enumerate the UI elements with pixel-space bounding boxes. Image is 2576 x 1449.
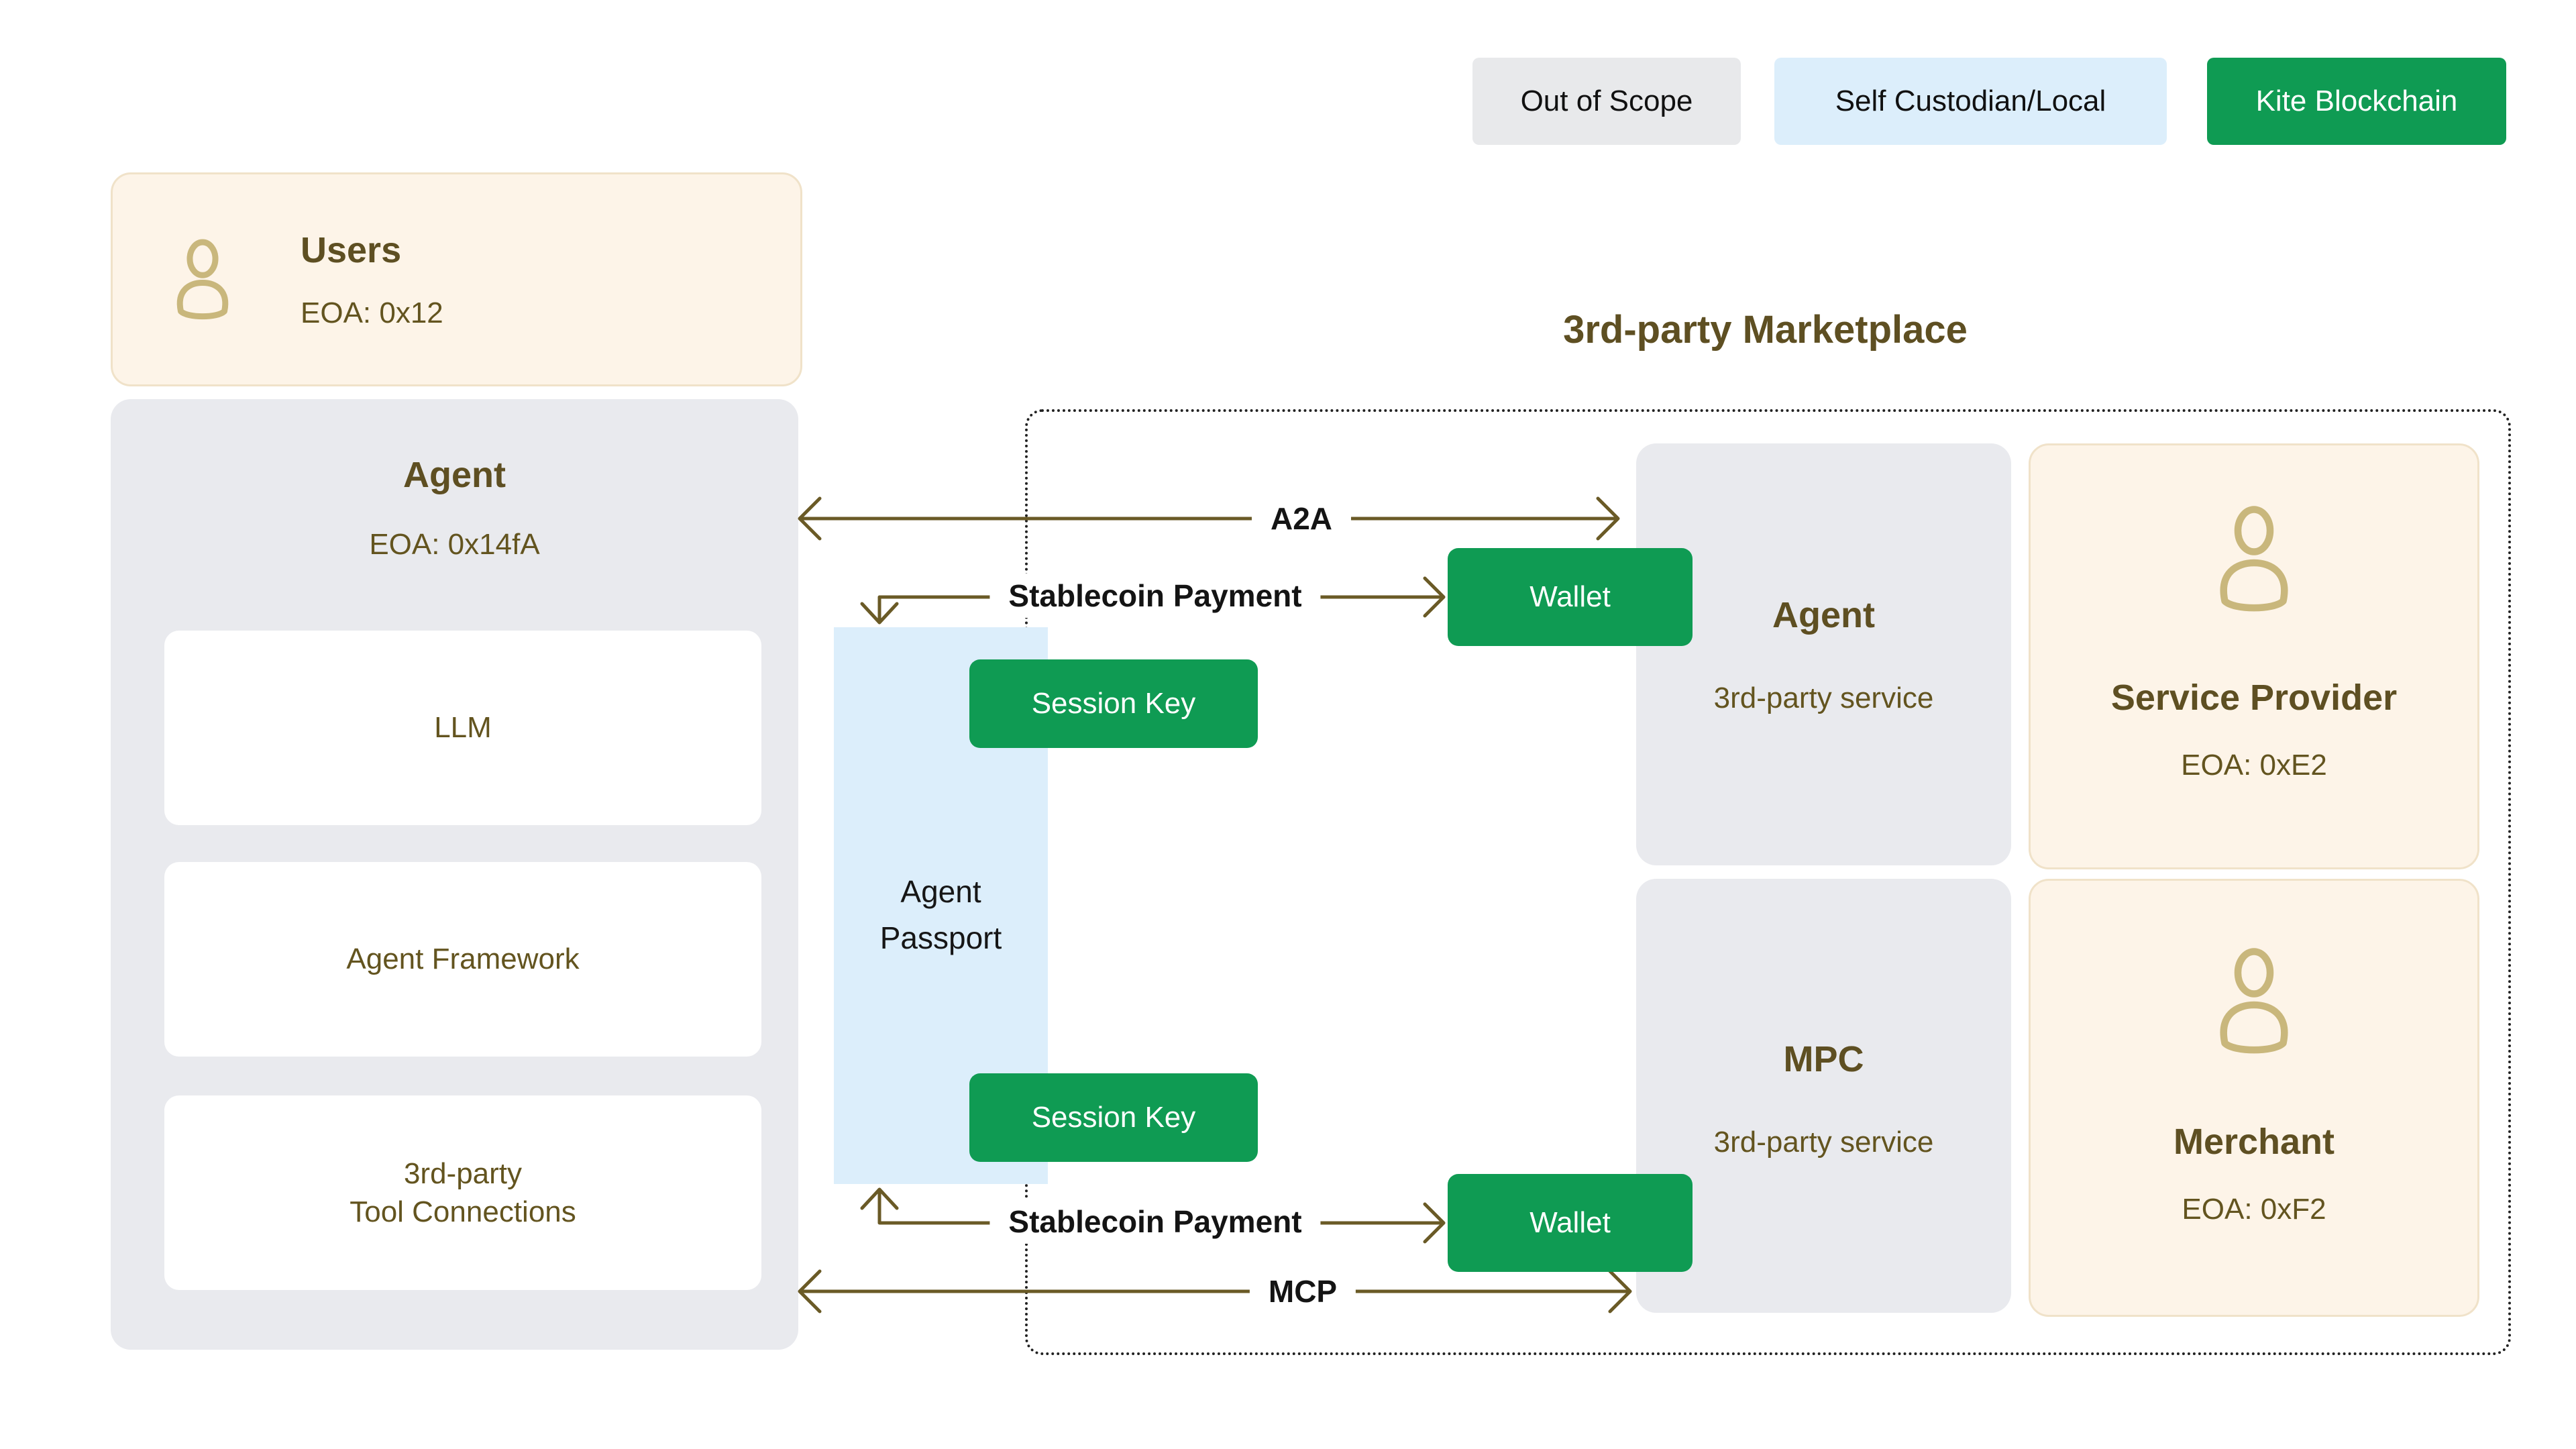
agent-framework-label: Agent Framework	[346, 943, 580, 976]
agent-framework-box: Agent Framework	[164, 862, 761, 1057]
agent-eoa: EOA: 0x14fA	[369, 528, 540, 561]
service-provider-title: Service Provider	[2110, 678, 2398, 718]
stablecoin-bottom-label: Stablecoin Payment	[989, 1199, 1321, 1244]
wallet-bottom-chip: Wallet	[1448, 1174, 1693, 1272]
legend-chip-self-custodian: Self Custodian/Local	[1774, 58, 2167, 145]
wallet-top-chip: Wallet	[1448, 548, 1693, 646]
agent-title: Agent	[403, 455, 506, 495]
mpc-card: MPC 3rd-party service	[1636, 879, 2011, 1313]
user-icon	[176, 239, 229, 319]
marketplace-title: 3rd-party Marketplace	[1563, 308, 1968, 352]
llm-label: LLM	[434, 711, 492, 745]
legend-chip-out-of-scope: Out of Scope	[1472, 58, 1741, 145]
marketplace-agent-card: Agent 3rd-party service	[1636, 443, 2011, 865]
agent-passport-label: Agent Passport	[879, 874, 1002, 955]
legend-label-self-custodian: Self Custodian/Local	[1835, 85, 2106, 117]
merchant-eoa: EOA: 0xF2	[2182, 1193, 2326, 1226]
user-icon	[2220, 948, 2288, 1054]
user-icon	[2220, 506, 2288, 612]
tools-box: 3rd-party Tool Connections	[164, 1095, 761, 1290]
users-eoa: EOA: 0x12	[301, 297, 443, 329]
mpc-subtitle: 3rd-party service	[1713, 1126, 1934, 1159]
agent-card: Agent EOA: 0x14fA LLM Agent Framework 3r…	[111, 399, 798, 1350]
legend-label-kite-blockchain: Kite Blockchain	[2255, 85, 2458, 117]
session-key-top-label: Session Key	[1031, 687, 1196, 720]
marketplace-agent-title: Agent	[1772, 595, 1875, 635]
session-key-bottom-chip: Session Key	[969, 1073, 1258, 1162]
mcp-label: MCP	[1249, 1269, 1356, 1313]
merchant-title: Merchant	[2173, 1122, 2335, 1162]
merchant-card: Merchant EOA: 0xF2	[2029, 879, 2479, 1317]
a2a-label: A2A	[1251, 496, 1352, 541]
users-title: Users	[301, 230, 402, 270]
service-provider-card: Service Provider EOA: 0xE2	[2029, 443, 2479, 869]
users-card: Users EOA: 0x12	[111, 172, 802, 386]
wallet-top-label: Wallet	[1529, 580, 1611, 613]
session-key-bottom-label: Session Key	[1031, 1101, 1196, 1134]
llm-box: LLM	[164, 631, 761, 825]
legend-label-out-of-scope: Out of Scope	[1520, 85, 1693, 117]
stablecoin-top-label: Stablecoin Payment	[989, 574, 1321, 618]
wallet-bottom-label: Wallet	[1529, 1206, 1611, 1239]
marketplace-agent-subtitle: 3rd-party service	[1713, 682, 1934, 714]
tools-label: 3rd-party Tool Connections	[350, 1157, 576, 1228]
service-provider-eoa: EOA: 0xE2	[2181, 749, 2327, 782]
session-key-top-chip: Session Key	[969, 659, 1258, 748]
legend-chip-kite-blockchain: Kite Blockchain	[2207, 58, 2506, 145]
mpc-title: MPC	[1783, 1039, 1864, 1079]
